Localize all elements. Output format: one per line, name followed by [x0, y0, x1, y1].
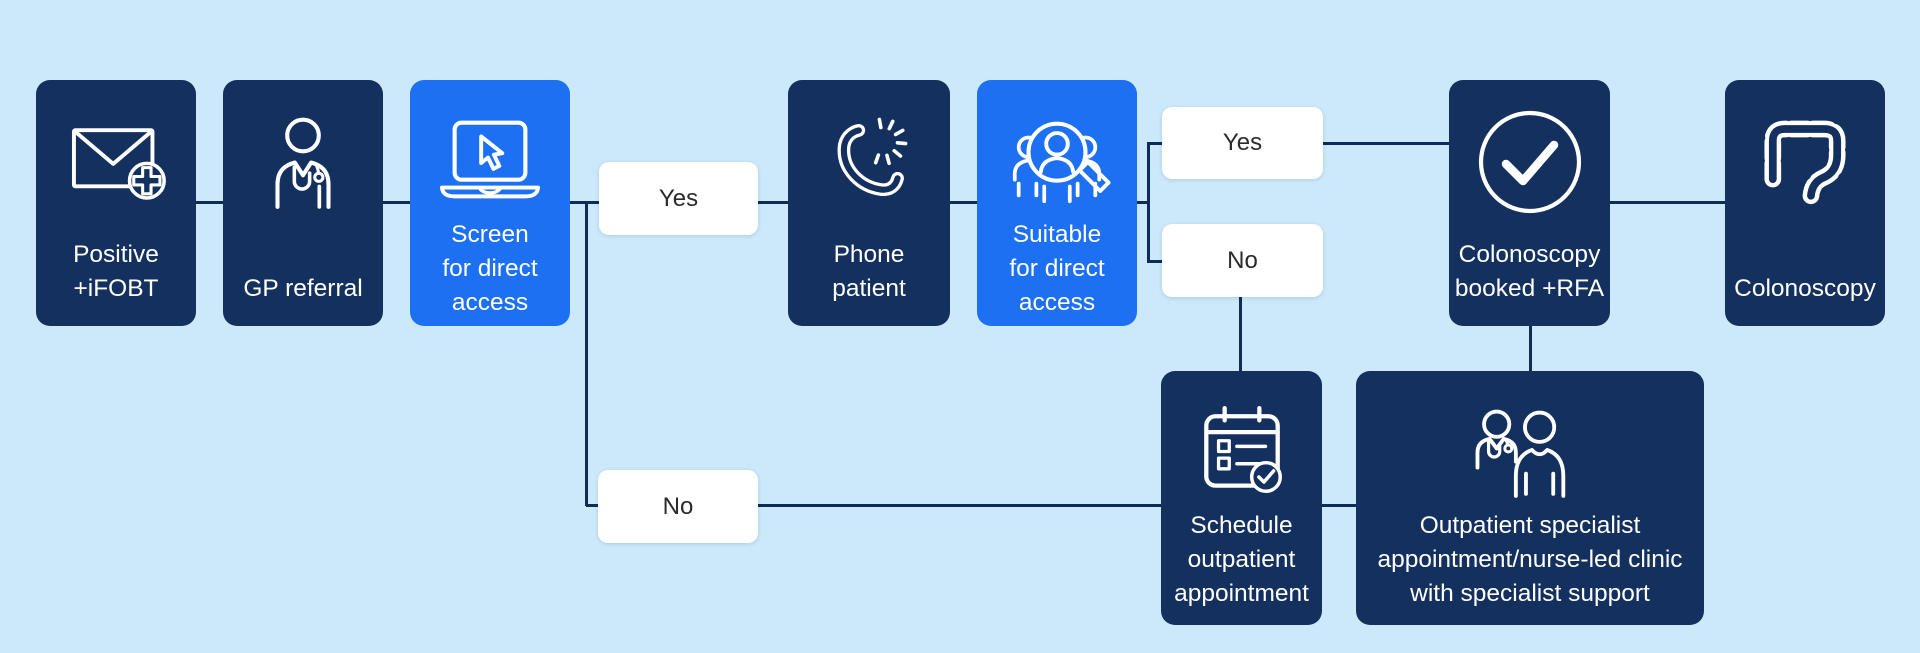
decision-suitable-no: No: [1162, 224, 1323, 297]
connector-line: [950, 201, 977, 204]
connector-line: [196, 201, 223, 204]
flow-node-gp-referral: GP referral: [223, 80, 383, 326]
decision-suitable-yes: Yes: [1162, 107, 1323, 179]
decision-label: Yes: [658, 184, 699, 212]
check-circle-icon: [1476, 106, 1584, 218]
flow-node-positive-ifobt: Positive +iFOBT: [36, 80, 196, 326]
decision-label: Yes: [1222, 129, 1263, 156]
connector-line: [383, 201, 410, 204]
flow-node-phone-patient: Phone patient: [788, 80, 950, 326]
flow-node-colonoscopy-booked: Colonoscopy booked +RFA: [1449, 80, 1610, 326]
mail-plus-icon: [64, 106, 168, 218]
connector-line: [1147, 142, 1150, 263]
connector-line: [585, 202, 588, 506]
decision-label: No: [662, 492, 694, 520]
flow-node-suitable-direct-access: Suitable for direct access: [977, 80, 1137, 326]
flow-node-colonoscopy: Colonoscopy: [1725, 80, 1885, 326]
people-magnifier-icon: [1002, 106, 1112, 218]
decision-screen-yes: Yes: [599, 162, 758, 235]
box-label: Positive +iFOBT: [73, 241, 159, 302]
flow-node-outpatient-specialist: Outpatient specialist appointment/nurse-…: [1356, 371, 1704, 625]
box-label: Colonoscopy: [1734, 275, 1876, 302]
box-label: Phone patient: [832, 241, 906, 302]
connector-line: [1147, 142, 1162, 145]
flow-node-screen-direct-access: Screen for direct access: [410, 80, 570, 326]
connector-line: [1136, 201, 1150, 204]
laptop-cursor-icon: [435, 106, 545, 218]
box-label: Outpatient specialist appointment/nurse-…: [1377, 512, 1683, 607]
decision-label: No: [1227, 246, 1258, 274]
connector-line: [1239, 297, 1242, 371]
colon-icon: [1743, 96, 1867, 224]
gp-doctor-icon: [252, 106, 354, 218]
doctor-patient-icon: [1444, 397, 1616, 509]
decision-screen-no: No: [598, 470, 758, 543]
box-label: Schedule outpatient appointment: [1174, 512, 1309, 607]
connector-line: [1147, 260, 1162, 263]
phone-ringing-icon: [818, 106, 920, 218]
box-label: Colonoscopy booked +RFA: [1454, 241, 1605, 302]
box-label: Suitable for direct access: [1009, 221, 1105, 316]
calendar-check-icon: [1191, 397, 1293, 509]
connector-line: [1323, 142, 1449, 145]
connector-line: [1529, 326, 1532, 371]
connector-line: [1610, 201, 1725, 204]
connector-line: [586, 504, 1356, 507]
box-label: Screen for direct access: [442, 221, 538, 316]
box-label: GP referral: [243, 275, 363, 302]
flow-node-schedule-outpatient: Schedule outpatient appointment: [1161, 371, 1322, 625]
